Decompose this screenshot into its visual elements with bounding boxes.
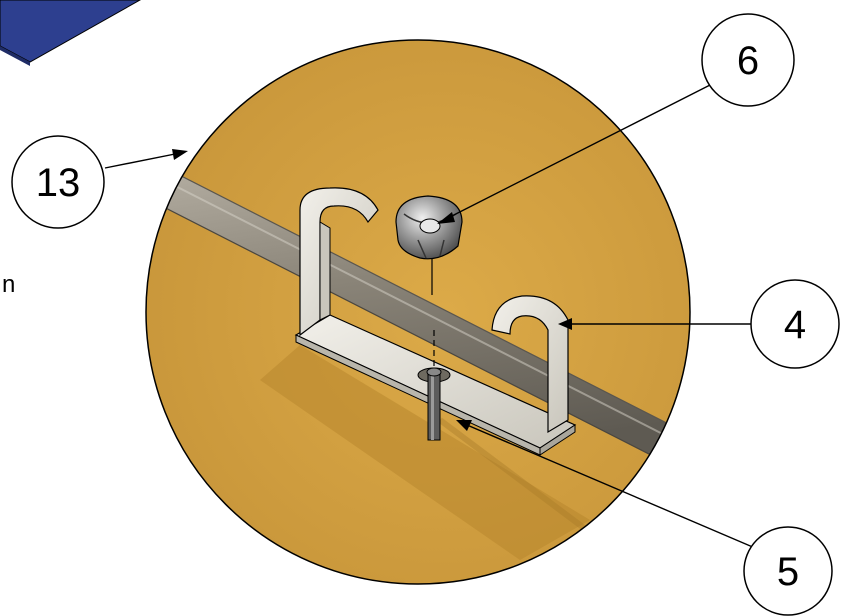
- solar-panel-corner: [0, 0, 142, 66]
- leader-5: [459, 421, 756, 549]
- callout-5: 5: [743, 526, 833, 616]
- clipped-text-fragment: n: [2, 271, 15, 298]
- leader-lines: [104, 83, 756, 549]
- arrowhead-6: [437, 212, 455, 224]
- bracket-hook-left: [299, 187, 379, 337]
- callout-13-circle: [11, 135, 105, 229]
- callout-5-label: 5: [777, 550, 799, 594]
- leader-6: [439, 83, 713, 223]
- callout-6-circle: [701, 13, 795, 107]
- callout-6-label: 6: [737, 39, 759, 83]
- knob-nut-part-6: [395, 195, 463, 260]
- leader-13: [104, 151, 186, 169]
- callout-4-label: 4: [784, 303, 806, 347]
- callout-13: 13: [11, 135, 105, 229]
- bolt: [426, 250, 442, 441]
- arrowhead-13: [172, 149, 188, 160]
- callout-13-label: 13: [36, 161, 81, 205]
- callout-5-circle: [743, 526, 833, 616]
- callout-4-circle: [750, 279, 840, 369]
- arrowhead-4: [558, 318, 572, 330]
- callout-4: 4: [750, 279, 840, 369]
- arrowhead-5: [456, 420, 472, 431]
- detail-circle: [145, 39, 691, 585]
- callout-6: 6: [701, 13, 795, 107]
- bracket-hook-right-part-4: [491, 295, 569, 434]
